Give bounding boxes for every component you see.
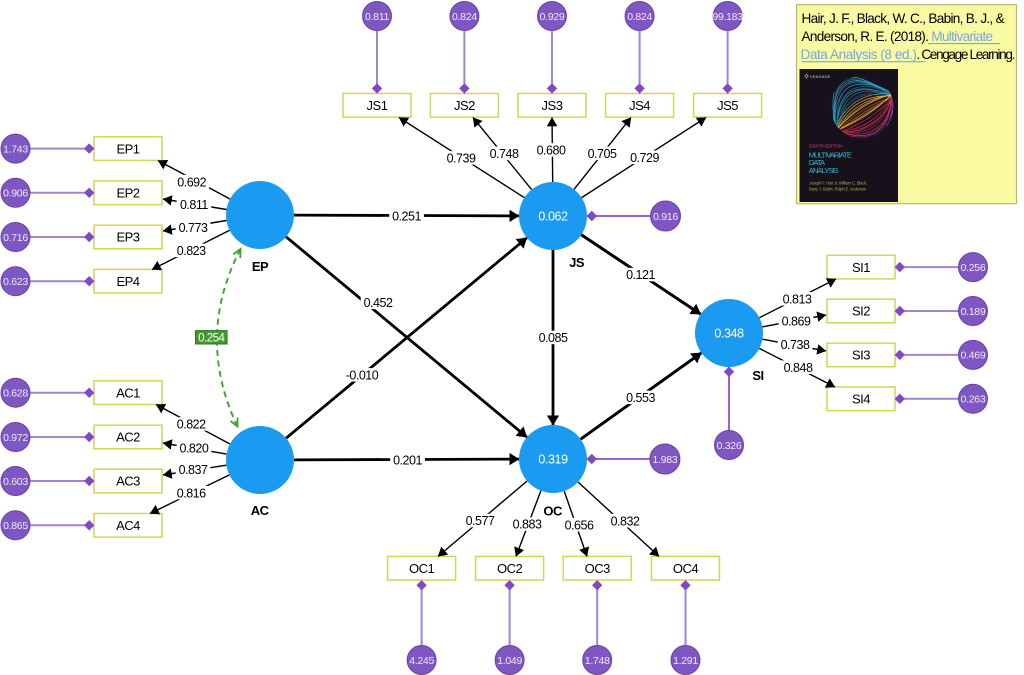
svg-text:EP1: EP1 <box>116 141 139 156</box>
svg-text:OC: OC <box>543 504 563 519</box>
svg-text:0.929: 0.929 <box>540 11 565 23</box>
svg-text:0.251: 0.251 <box>392 209 421 223</box>
svg-text:JS: JS <box>569 255 585 270</box>
svg-text:SI: SI <box>752 368 763 383</box>
svg-text:EP3: EP3 <box>116 230 139 245</box>
svg-text:0.739: 0.739 <box>447 152 476 166</box>
svg-text:0.256: 0.256 <box>961 262 986 274</box>
svg-text:99.183: 99.183 <box>712 11 743 23</box>
svg-text:AC3: AC3 <box>116 474 140 489</box>
svg-text:0.263: 0.263 <box>961 394 986 406</box>
svg-text:EP: EP <box>252 259 269 274</box>
svg-text:1.743: 1.743 <box>3 143 28 155</box>
svg-text:0.824: 0.824 <box>452 11 477 23</box>
svg-text:DATA: DATA <box>809 158 826 167</box>
svg-text:0.062: 0.062 <box>538 210 568 224</box>
svg-text:0.201: 0.201 <box>393 454 422 468</box>
svg-text:OC3: OC3 <box>585 561 611 576</box>
svg-text:EIGHTH EDITION: EIGHTH EDITION <box>809 144 842 149</box>
svg-text:0.816: 0.816 <box>177 486 206 500</box>
svg-text:0.189: 0.189 <box>961 306 986 318</box>
svg-text:0.729: 0.729 <box>630 151 659 165</box>
svg-text:Anderson, R. E. (2018). Multiv: Anderson, R. E. (2018). Multivariate <box>802 29 993 44</box>
svg-text:AC2: AC2 <box>116 430 140 445</box>
svg-text:0.348: 0.348 <box>714 327 744 341</box>
svg-text:0.452: 0.452 <box>364 296 393 310</box>
svg-text:0.972: 0.972 <box>3 432 28 444</box>
svg-text:AC: AC <box>251 503 270 518</box>
svg-text:1.748: 1.748 <box>585 655 610 667</box>
svg-text:0.319: 0.319 <box>538 453 568 467</box>
svg-text:OC2: OC2 <box>497 561 523 576</box>
svg-text:0.773: 0.773 <box>179 221 208 235</box>
svg-text:0.869: 0.869 <box>782 315 811 329</box>
svg-text:0.813: 0.813 <box>783 293 812 307</box>
svg-text:AC4: AC4 <box>116 518 140 533</box>
svg-text:EP4: EP4 <box>116 274 139 289</box>
svg-text:0.820: 0.820 <box>180 442 209 456</box>
svg-text:1.049: 1.049 <box>497 655 522 667</box>
svg-text:0.832: 0.832 <box>611 514 640 528</box>
svg-text:0.811: 0.811 <box>365 11 389 23</box>
svg-text:JS1: JS1 <box>367 98 388 113</box>
svg-text:AC1: AC1 <box>116 385 140 400</box>
svg-text:MULTIVARIATE: MULTIVARIATE <box>809 150 852 159</box>
svg-text:-0.010: -0.010 <box>346 369 379 383</box>
svg-text:0.705: 0.705 <box>588 147 617 161</box>
svg-text:Joseph F. Hair Jr, William C.: Joseph F. Hair Jr, William C. Black, <box>809 181 867 186</box>
svg-text:4.245: 4.245 <box>409 655 434 667</box>
svg-text:OC4: OC4 <box>673 561 699 576</box>
svg-text:0.824: 0.824 <box>627 11 652 23</box>
svg-text:0.906: 0.906 <box>3 188 28 200</box>
svg-text:0.603: 0.603 <box>3 476 28 488</box>
svg-text:Barry J. Babin, Rolph E. Ander: Barry J. Babin, Rolph E. Anderson <box>809 187 867 192</box>
svg-text:CENGAGE: CENGAGE <box>810 75 831 79</box>
svg-text:0.748: 0.748 <box>490 147 519 161</box>
svg-text:1.291: 1.291 <box>673 655 698 667</box>
svg-text:0.469: 0.469 <box>961 350 986 362</box>
svg-text:SI4: SI4 <box>852 392 870 407</box>
svg-text:0.716: 0.716 <box>3 232 28 244</box>
svg-text:EP2: EP2 <box>116 186 139 201</box>
svg-text:Hair, J. F., Black, W. C., Bab: Hair, J. F., Black, W. C., Babin, B. J.,… <box>802 11 1005 26</box>
svg-text:0.656: 0.656 <box>565 518 594 532</box>
svg-text:0.823: 0.823 <box>177 244 206 258</box>
svg-text:0.254: 0.254 <box>198 333 225 345</box>
svg-text:JS3: JS3 <box>542 98 563 113</box>
svg-text:0.326: 0.326 <box>717 440 742 452</box>
svg-text:ANALYSIS: ANALYSIS <box>809 166 839 175</box>
svg-text:0.811: 0.811 <box>180 198 208 212</box>
svg-text:0.738: 0.738 <box>781 338 810 352</box>
svg-text:0.680: 0.680 <box>537 144 566 158</box>
svg-text:0.916: 0.916 <box>653 211 678 223</box>
svg-text:0.883: 0.883 <box>513 518 542 532</box>
svg-text:0.848: 0.848 <box>784 361 813 375</box>
svg-text:SI2: SI2 <box>852 304 870 319</box>
svg-text:0.837: 0.837 <box>179 463 208 477</box>
svg-text:0.628: 0.628 <box>3 388 28 400</box>
svg-text:0.623: 0.623 <box>3 276 28 288</box>
svg-text:JS2: JS2 <box>454 98 475 113</box>
svg-text:JS4: JS4 <box>629 98 650 113</box>
svg-text:0.085: 0.085 <box>539 331 568 345</box>
svg-text:JS5: JS5 <box>717 98 738 113</box>
svg-text:0.577: 0.577 <box>466 514 495 528</box>
svg-text:0.865: 0.865 <box>3 520 28 532</box>
svg-text:1.983: 1.983 <box>653 454 678 466</box>
svg-text:Data Analysis (8 ed.). Cengage: Data Analysis (8 ed.). Cengage Learning. <box>801 47 1015 62</box>
svg-text:OC1: OC1 <box>409 561 435 576</box>
svg-text:0.121: 0.121 <box>626 268 655 282</box>
svg-text:0.822: 0.822 <box>177 418 206 432</box>
svg-text:0.553: 0.553 <box>626 391 655 405</box>
svg-text:0.692: 0.692 <box>177 175 206 189</box>
svg-text:SI1: SI1 <box>852 260 870 275</box>
svg-text:SI3: SI3 <box>852 348 870 363</box>
